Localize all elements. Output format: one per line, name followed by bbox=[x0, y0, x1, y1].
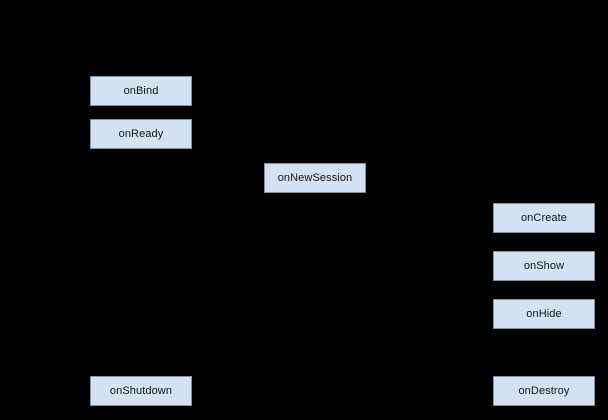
node-label: onCreate bbox=[520, 211, 568, 224]
node-label: onShow bbox=[523, 259, 565, 272]
node-onnewsession[interactable]: onNewSession bbox=[264, 163, 366, 193]
node-onshutdown[interactable]: onShutdown bbox=[90, 376, 192, 406]
edge-onReady-to-onNewSession bbox=[140, 149, 316, 163]
node-oncreate[interactable]: onCreate bbox=[493, 203, 595, 233]
node-label: onBind bbox=[123, 84, 159, 97]
edge-onNewSession-to-onCreate bbox=[314, 193, 545, 203]
node-label: onReady bbox=[118, 127, 164, 140]
node-onhide[interactable]: onHide bbox=[493, 299, 595, 329]
node-label: onShutdown bbox=[109, 384, 173, 397]
node-label: onHide bbox=[526, 307, 562, 320]
node-onbind[interactable]: onBind bbox=[90, 76, 192, 106]
node-onready[interactable]: onReady bbox=[90, 119, 192, 149]
node-label: onDestroy bbox=[518, 384, 570, 397]
edge-onDestroy-to-onShutdown bbox=[140, 376, 545, 406]
node-ondestroy[interactable]: onDestroy bbox=[493, 376, 595, 406]
node-label: onNewSession bbox=[277, 171, 353, 184]
node-onshow[interactable]: onShow bbox=[493, 251, 595, 281]
